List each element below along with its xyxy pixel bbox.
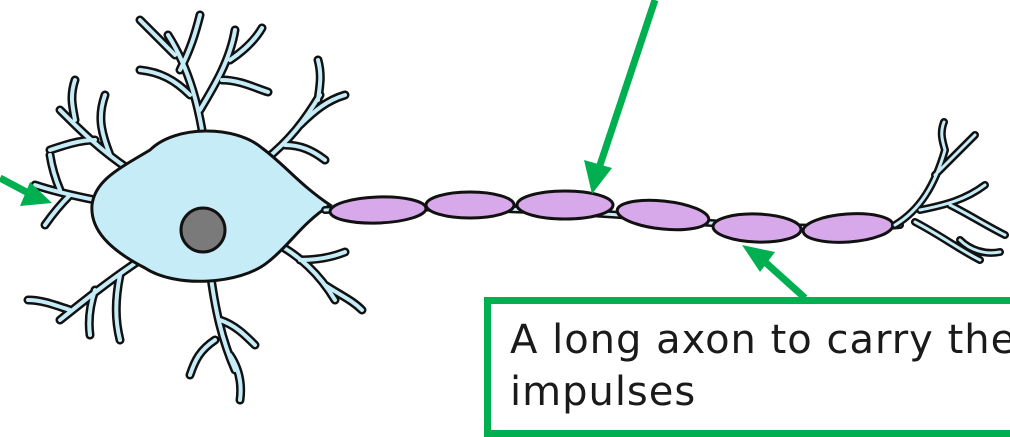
axon-terminals bbox=[895, 122, 1005, 260]
arrow-to-myelin bbox=[584, 0, 655, 194]
myelin-segment bbox=[517, 191, 613, 219]
myelin-segment bbox=[616, 196, 710, 233]
axon-callout-text: A long axon to carry the impulses bbox=[510, 314, 1010, 418]
arrow-to-axon bbox=[742, 245, 805, 298]
myelin-segment bbox=[802, 211, 894, 245]
nucleus bbox=[181, 208, 225, 252]
myelin-segment bbox=[330, 195, 427, 224]
myelin-segment bbox=[713, 212, 802, 243]
myelin-segment bbox=[426, 192, 514, 218]
